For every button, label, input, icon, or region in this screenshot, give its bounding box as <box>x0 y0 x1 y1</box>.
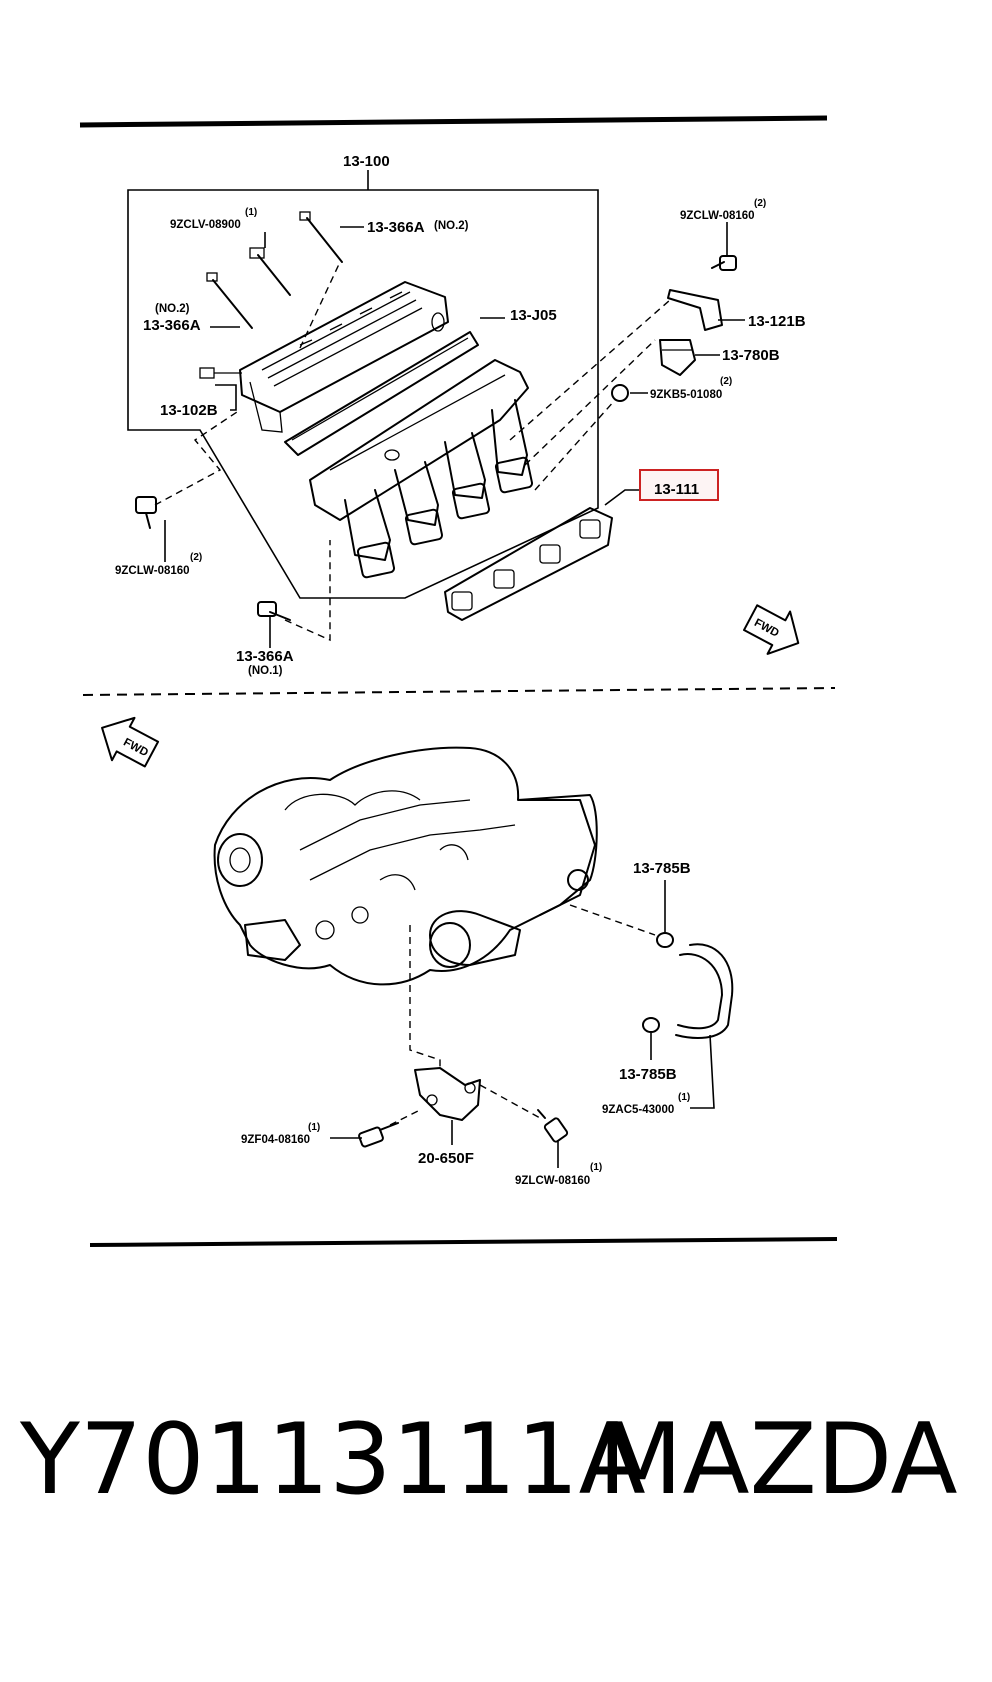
label-13-366a-no1-note: (NO.1) <box>248 665 283 677</box>
pin-13-102b <box>199 367 242 379</box>
part-number: Y70113111A <box>20 1403 646 1517</box>
label-13-102b: 13-102B <box>160 402 218 419</box>
label-9zlcw-08160: 9ZLCW-08160 <box>515 1175 590 1187</box>
bracket-20-650f-part <box>414 1067 481 1121</box>
upper-guide-lines <box>154 261 671 642</box>
bolt-9zclv-08900 <box>249 247 291 296</box>
label-13-111: 13-111 <box>654 481 699 498</box>
label-13-121b: 13-121B <box>748 313 806 330</box>
bottom-rule <box>89 1237 838 1247</box>
nut-9zkb5 <box>611 384 629 402</box>
label-9zclw-l-qty: (2) <box>190 552 202 563</box>
parts-diagram: FWD 13-100 (1) 9ZCLV-08900 13-366A (NO.2… <box>79 115 838 1247</box>
label-9zclw-08160-left: 9ZCLW-08160 <box>115 565 190 577</box>
label-9zkb5-01080: 9ZKB5-01080 <box>650 389 722 401</box>
stud-13-366a-no2-top <box>299 211 343 263</box>
clamp-13-785b-top <box>656 932 674 948</box>
label-13-j05: 13-J05 <box>510 307 557 324</box>
label-9zclw-08160-tr: 9ZCLW-08160 <box>680 210 755 222</box>
label-9zclw-tr-qty: (2) <box>754 198 766 209</box>
bolt-13-366a-no1 <box>257 601 291 621</box>
label-9zf04-08160: 9ZF04-08160 <box>241 1134 310 1146</box>
label-13-785b-bottom: 13-785B <box>619 1066 677 1083</box>
intake-manifold-part <box>309 359 534 579</box>
gasket-13-j05-part <box>284 331 479 456</box>
bolt-9zclw-top-right <box>711 255 737 271</box>
engine-assembly-part <box>213 746 598 986</box>
label-9zclv-08900: 9ZCLV-08900 <box>170 219 241 231</box>
label-13-366a-no2-top-note: (NO.2) <box>434 220 469 232</box>
plenum-cover-part <box>239 281 449 433</box>
label-13-100: 13-100 <box>343 153 390 170</box>
label-9zac5-43000: 9ZAC5-43000 <box>602 1104 674 1116</box>
assembly-bracket <box>127 189 599 599</box>
stud-13-366a-left <box>206 272 253 329</box>
caption: Y70113111A MAZDA <box>0 1395 992 1525</box>
lower-leader-lines <box>330 880 715 1168</box>
brand-name: MAZDA <box>598 1403 958 1517</box>
label-13-366a-left: 13-366A <box>143 317 201 334</box>
label-13-366a-no2-top: 13-366A <box>367 219 425 236</box>
label-13-785b-top: 13-785B <box>633 860 691 877</box>
label-9zlcw-qty: (1) <box>590 1162 602 1173</box>
label-13-366a-left-note: (NO.2) <box>155 303 190 315</box>
label-9zclv-qty: (1) <box>245 207 257 218</box>
label-9zkb5-qty: (2) <box>720 376 732 387</box>
fwd-arrow-right: FWD <box>743 604 800 655</box>
label-9zf04-qty: (1) <box>308 1122 320 1133</box>
label-20-650f: 20-650F <box>418 1150 474 1167</box>
hose-9zac5-part <box>675 943 734 1039</box>
bracket-13-121b <box>667 289 723 331</box>
clamp-13-785b-bottom <box>642 1017 660 1033</box>
bolt-9zlcw-08160 <box>537 1109 569 1143</box>
section-divider <box>82 687 836 696</box>
highlight-box-13-111 <box>639 469 719 501</box>
grommet-13-780b <box>659 339 696 376</box>
bolt-9zclw-left <box>135 496 157 529</box>
manifold-gasket-13-111-part <box>444 507 613 621</box>
label-13-780b: 13-780B <box>722 347 780 364</box>
lower-guide-lines <box>389 904 656 1126</box>
top-rule <box>79 115 828 128</box>
label-13-366a-no1: 13-366A <box>236 648 294 665</box>
fwd-arrow-left: FWD <box>101 716 160 768</box>
upper-leader-lines <box>164 222 745 648</box>
label-9zac5-qty: (1) <box>678 1092 690 1103</box>
bolt-9zf04-08160 <box>358 1122 399 1148</box>
